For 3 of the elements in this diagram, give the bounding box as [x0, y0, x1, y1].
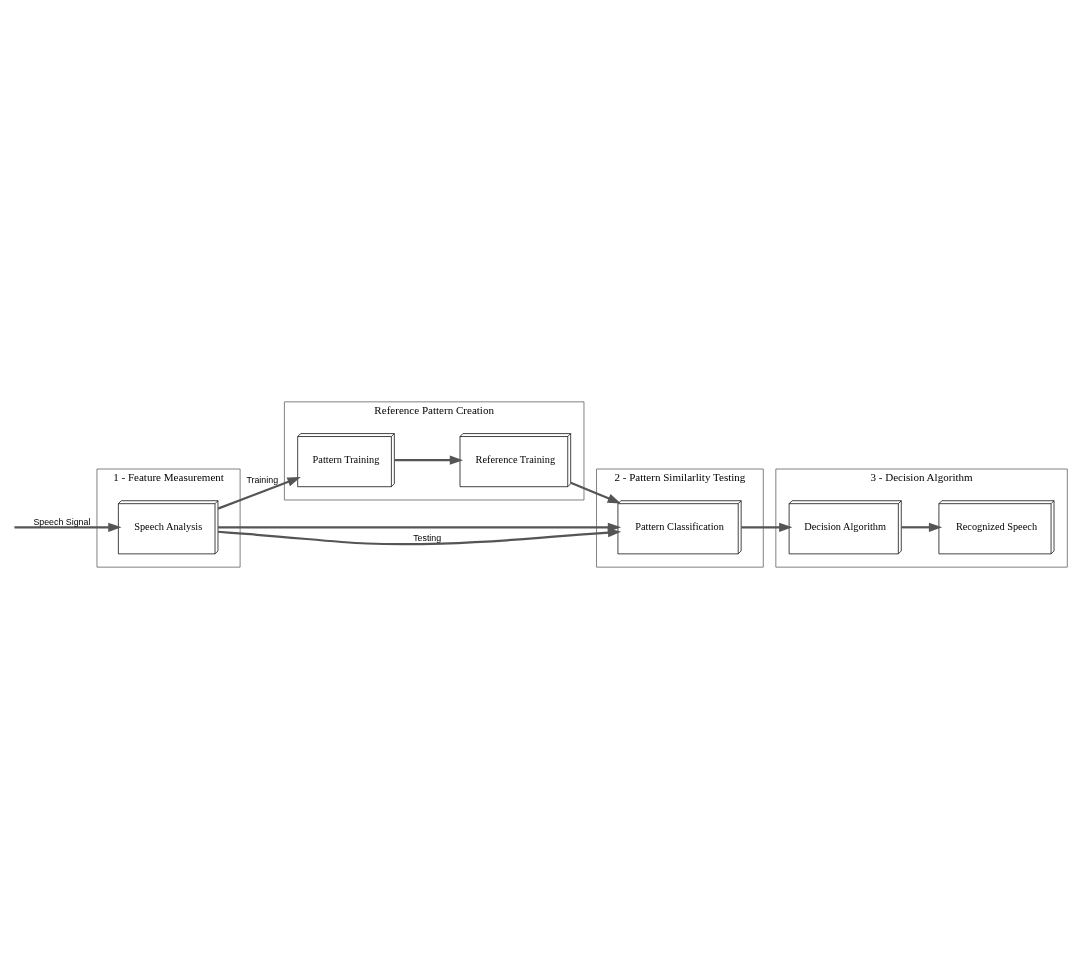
edge-label: Speech Signal: [33, 516, 91, 527]
edge-label: Training: [246, 475, 279, 486]
edge-label: Testing: [413, 533, 442, 544]
